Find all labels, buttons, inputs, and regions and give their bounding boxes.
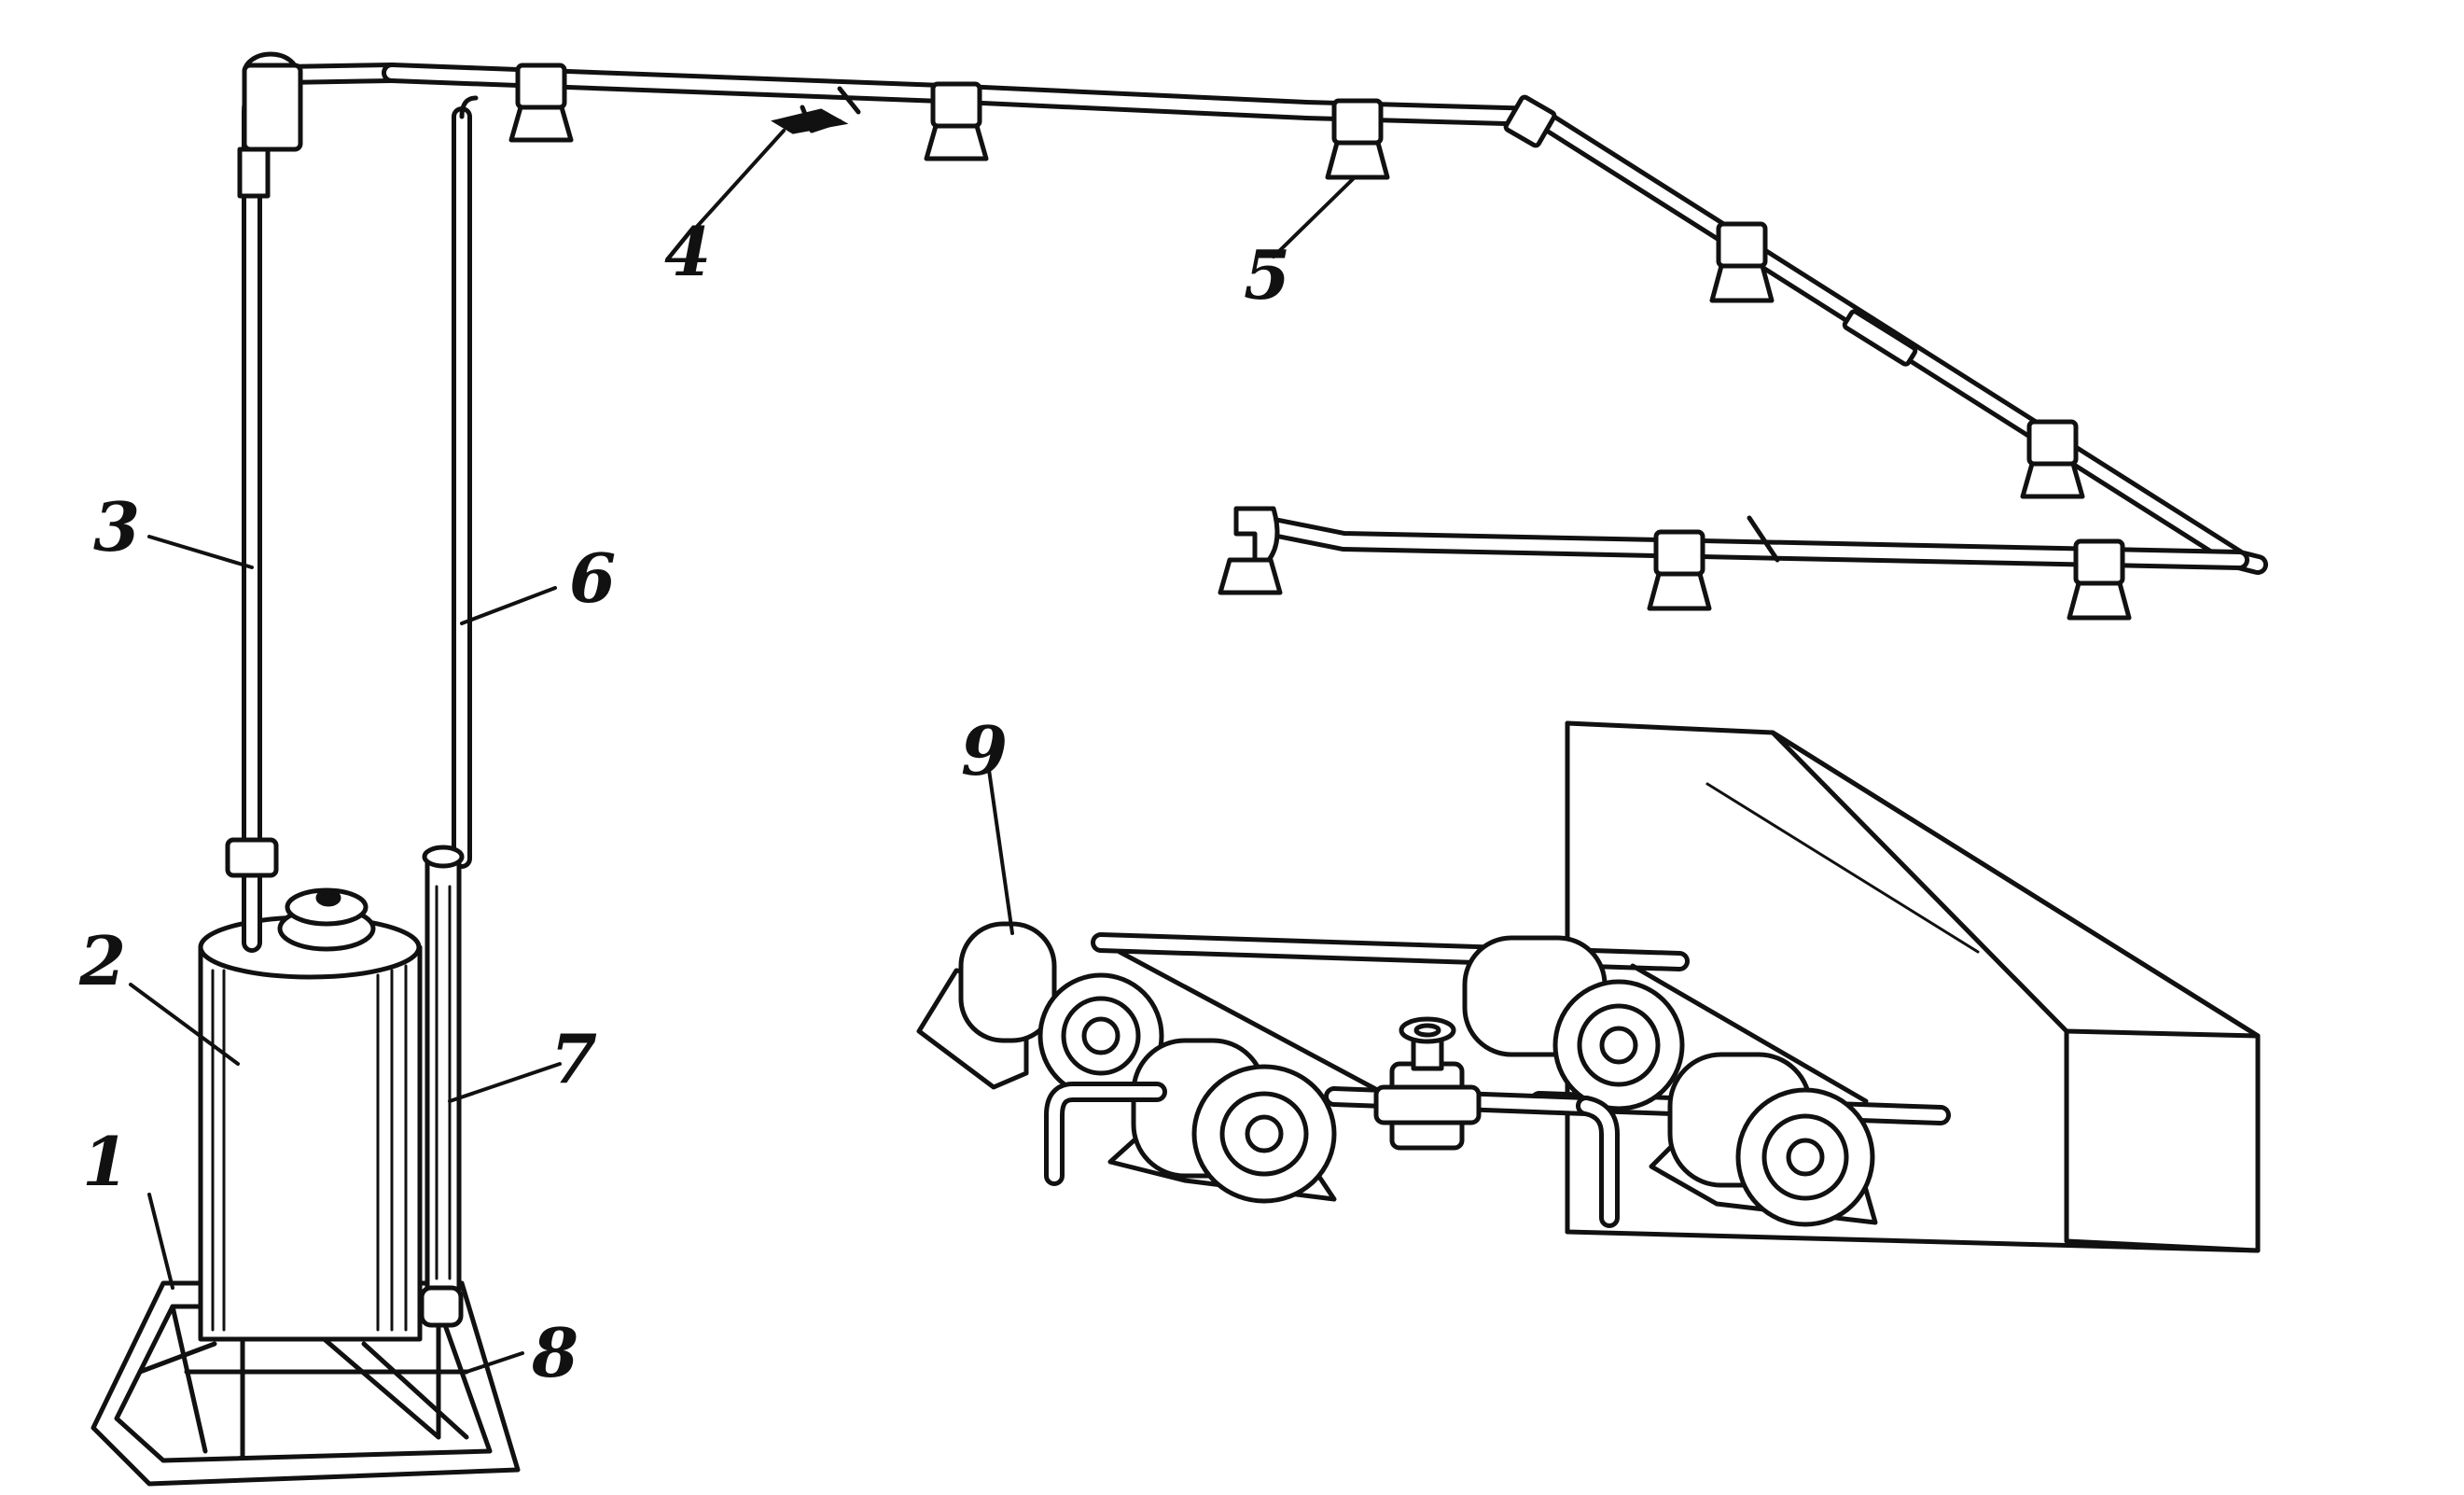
callout-labels: 1 2 3 4 5 6 7 8 9 (78, 212, 1290, 1392)
return-pipe (452, 95, 479, 869)
nozzle (1218, 506, 1283, 595)
callout-5: 5 (1244, 235, 1290, 314)
nozzle (1325, 98, 1390, 180)
pump-assembly (916, 921, 1951, 1228)
nozzle (508, 63, 574, 143)
callout-6: 6 (569, 538, 616, 618)
pump (1462, 935, 1685, 1111)
nozzle (924, 81, 989, 161)
pump (1107, 1038, 1337, 1204)
callout-7: 7 (550, 1019, 597, 1098)
pump (1649, 1052, 1878, 1227)
distribution-header-pipe (382, 63, 2268, 575)
nozzle (2020, 419, 2085, 499)
supply-riser-pipe (225, 51, 402, 953)
level-gauge-tube (419, 845, 465, 1328)
leader-lines (129, 129, 1357, 1374)
water-tank (198, 887, 423, 1342)
nozzle (1647, 529, 1712, 611)
nozzle (2067, 538, 2132, 621)
spray-nozzles (508, 63, 2132, 621)
callout-8: 8 (531, 1313, 578, 1392)
pump (916, 921, 1164, 1099)
callout-9: 9 (961, 711, 1008, 790)
callout-4: 4 (664, 212, 711, 291)
callout-1: 1 (82, 1122, 129, 1201)
nozzle (1709, 221, 1775, 303)
callout-2: 2 (78, 921, 126, 1000)
callout-3: 3 (93, 487, 140, 566)
valve-cross (1373, 1016, 1482, 1151)
